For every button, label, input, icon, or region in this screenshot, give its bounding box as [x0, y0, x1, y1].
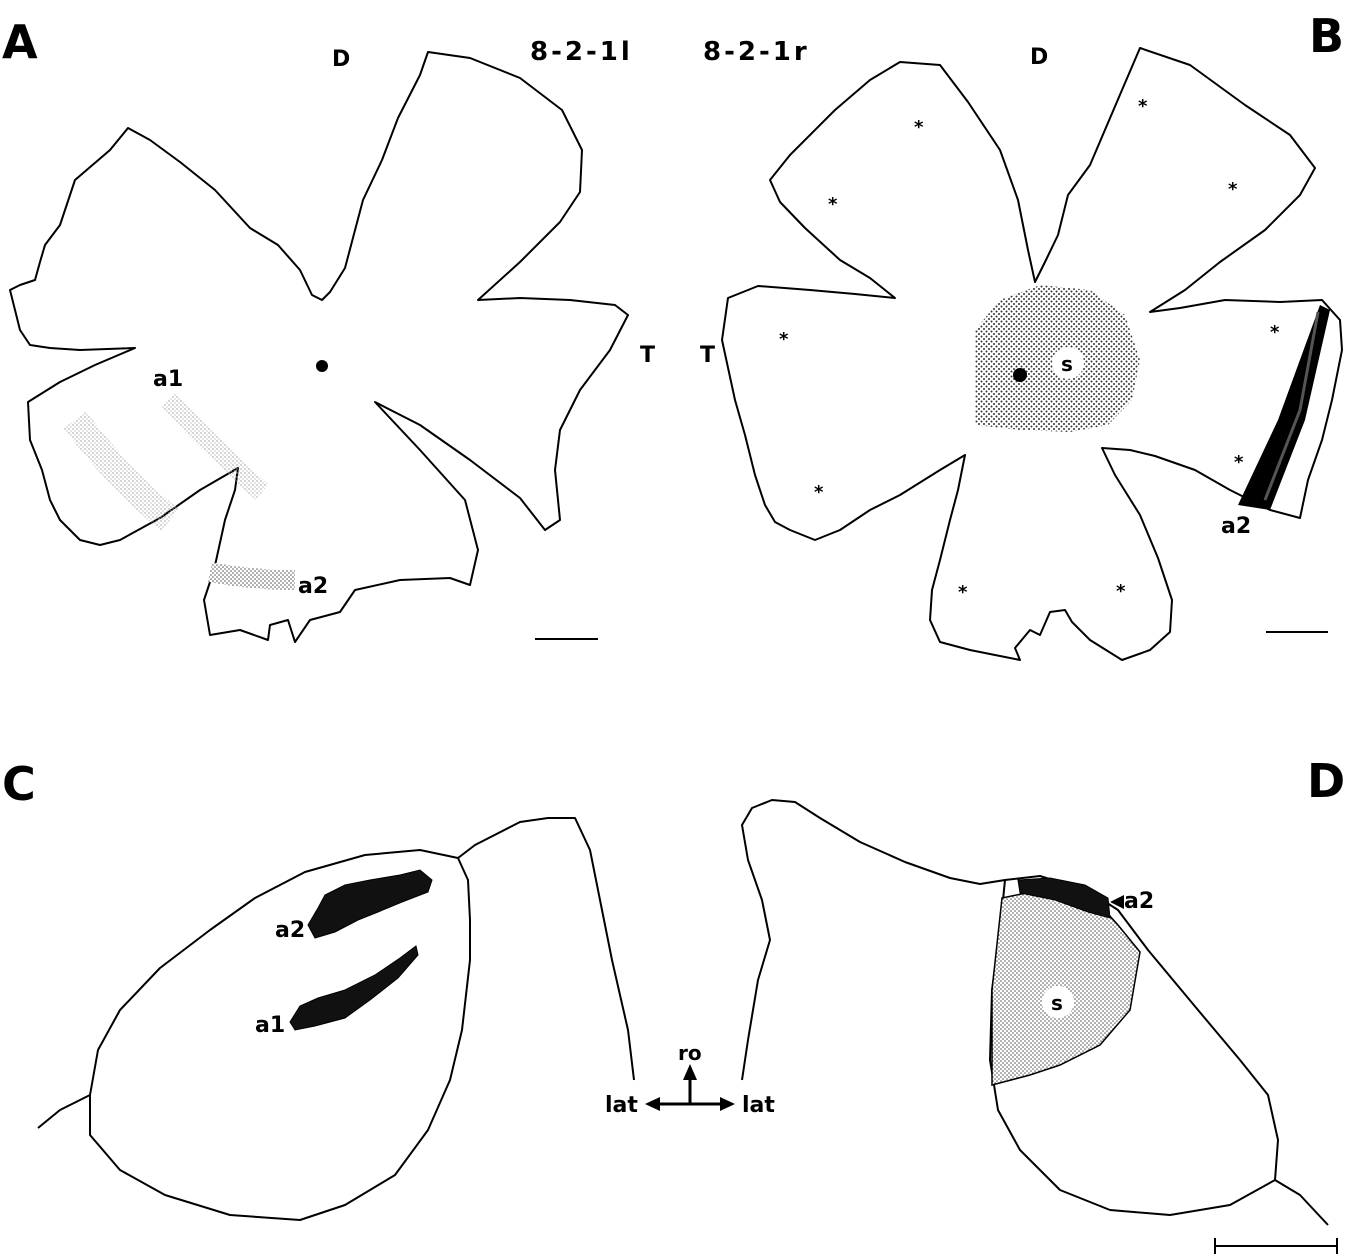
label-a2-retina-b: a2 — [1221, 514, 1251, 539]
star-mark: * — [828, 194, 838, 215]
star-mark: * — [1228, 179, 1238, 200]
label-a1-section: a1 — [255, 1013, 285, 1038]
label-rostral: ro — [678, 1041, 702, 1065]
retina-a-outline — [10, 52, 628, 642]
panel-label-c: C — [2, 757, 36, 811]
star-mark: * — [814, 482, 824, 503]
label-dorsal-b: D — [1030, 45, 1048, 70]
optic-disc-a — [316, 360, 328, 372]
label-lateral-right: lat — [742, 1093, 775, 1118]
panel-label-b: B — [1309, 9, 1344, 63]
panel-label-a: A — [2, 15, 38, 69]
label-a2-section-d: a2 — [1124, 889, 1154, 914]
label-temporal-b: T — [700, 343, 715, 368]
retina-b: s * * * * * * * * * * D T a2 — [700, 45, 1342, 660]
arrow-left-icon — [645, 1097, 660, 1111]
star-mark: * — [1138, 96, 1148, 117]
star-mark: * — [779, 329, 789, 350]
label-a2-section: a2 — [275, 918, 305, 943]
star-mark: * — [958, 582, 968, 603]
star-mark: * — [914, 117, 924, 138]
label-lateral-left: lat — [605, 1093, 638, 1118]
label-a1-retina: a1 — [153, 367, 183, 392]
panel-label-d: D — [1307, 754, 1345, 808]
case-id-right: 8-2-1r — [703, 37, 810, 67]
arrow-up-icon — [683, 1064, 697, 1080]
section-d: s a2 — [742, 800, 1337, 1254]
case-id-left: 8-2-1l — [530, 37, 633, 67]
star-mark: * — [1116, 581, 1126, 602]
section-c: a2 a1 — [38, 818, 634, 1220]
label-a2-retina-a: a2 — [298, 574, 328, 599]
arrow-right-icon — [720, 1097, 735, 1111]
section-c-inner — [90, 858, 470, 1220]
label-dorsal-a: D — [332, 47, 350, 72]
star-mark: * — [1234, 452, 1244, 473]
label-temporal-a: T — [640, 343, 655, 368]
retina-a: D T a1 a2 — [10, 47, 655, 642]
label-s-section: s — [1051, 991, 1063, 1015]
star-mark: * — [1270, 322, 1280, 343]
band-a2 — [210, 572, 295, 580]
section-c-outline — [38, 818, 634, 1128]
label-s-retina: s — [1061, 352, 1073, 376]
region-a1-c — [290, 946, 418, 1030]
stippled-region-s-section — [992, 888, 1140, 1085]
region-a2-c — [308, 870, 432, 938]
optic-disc-b — [1013, 368, 1027, 382]
